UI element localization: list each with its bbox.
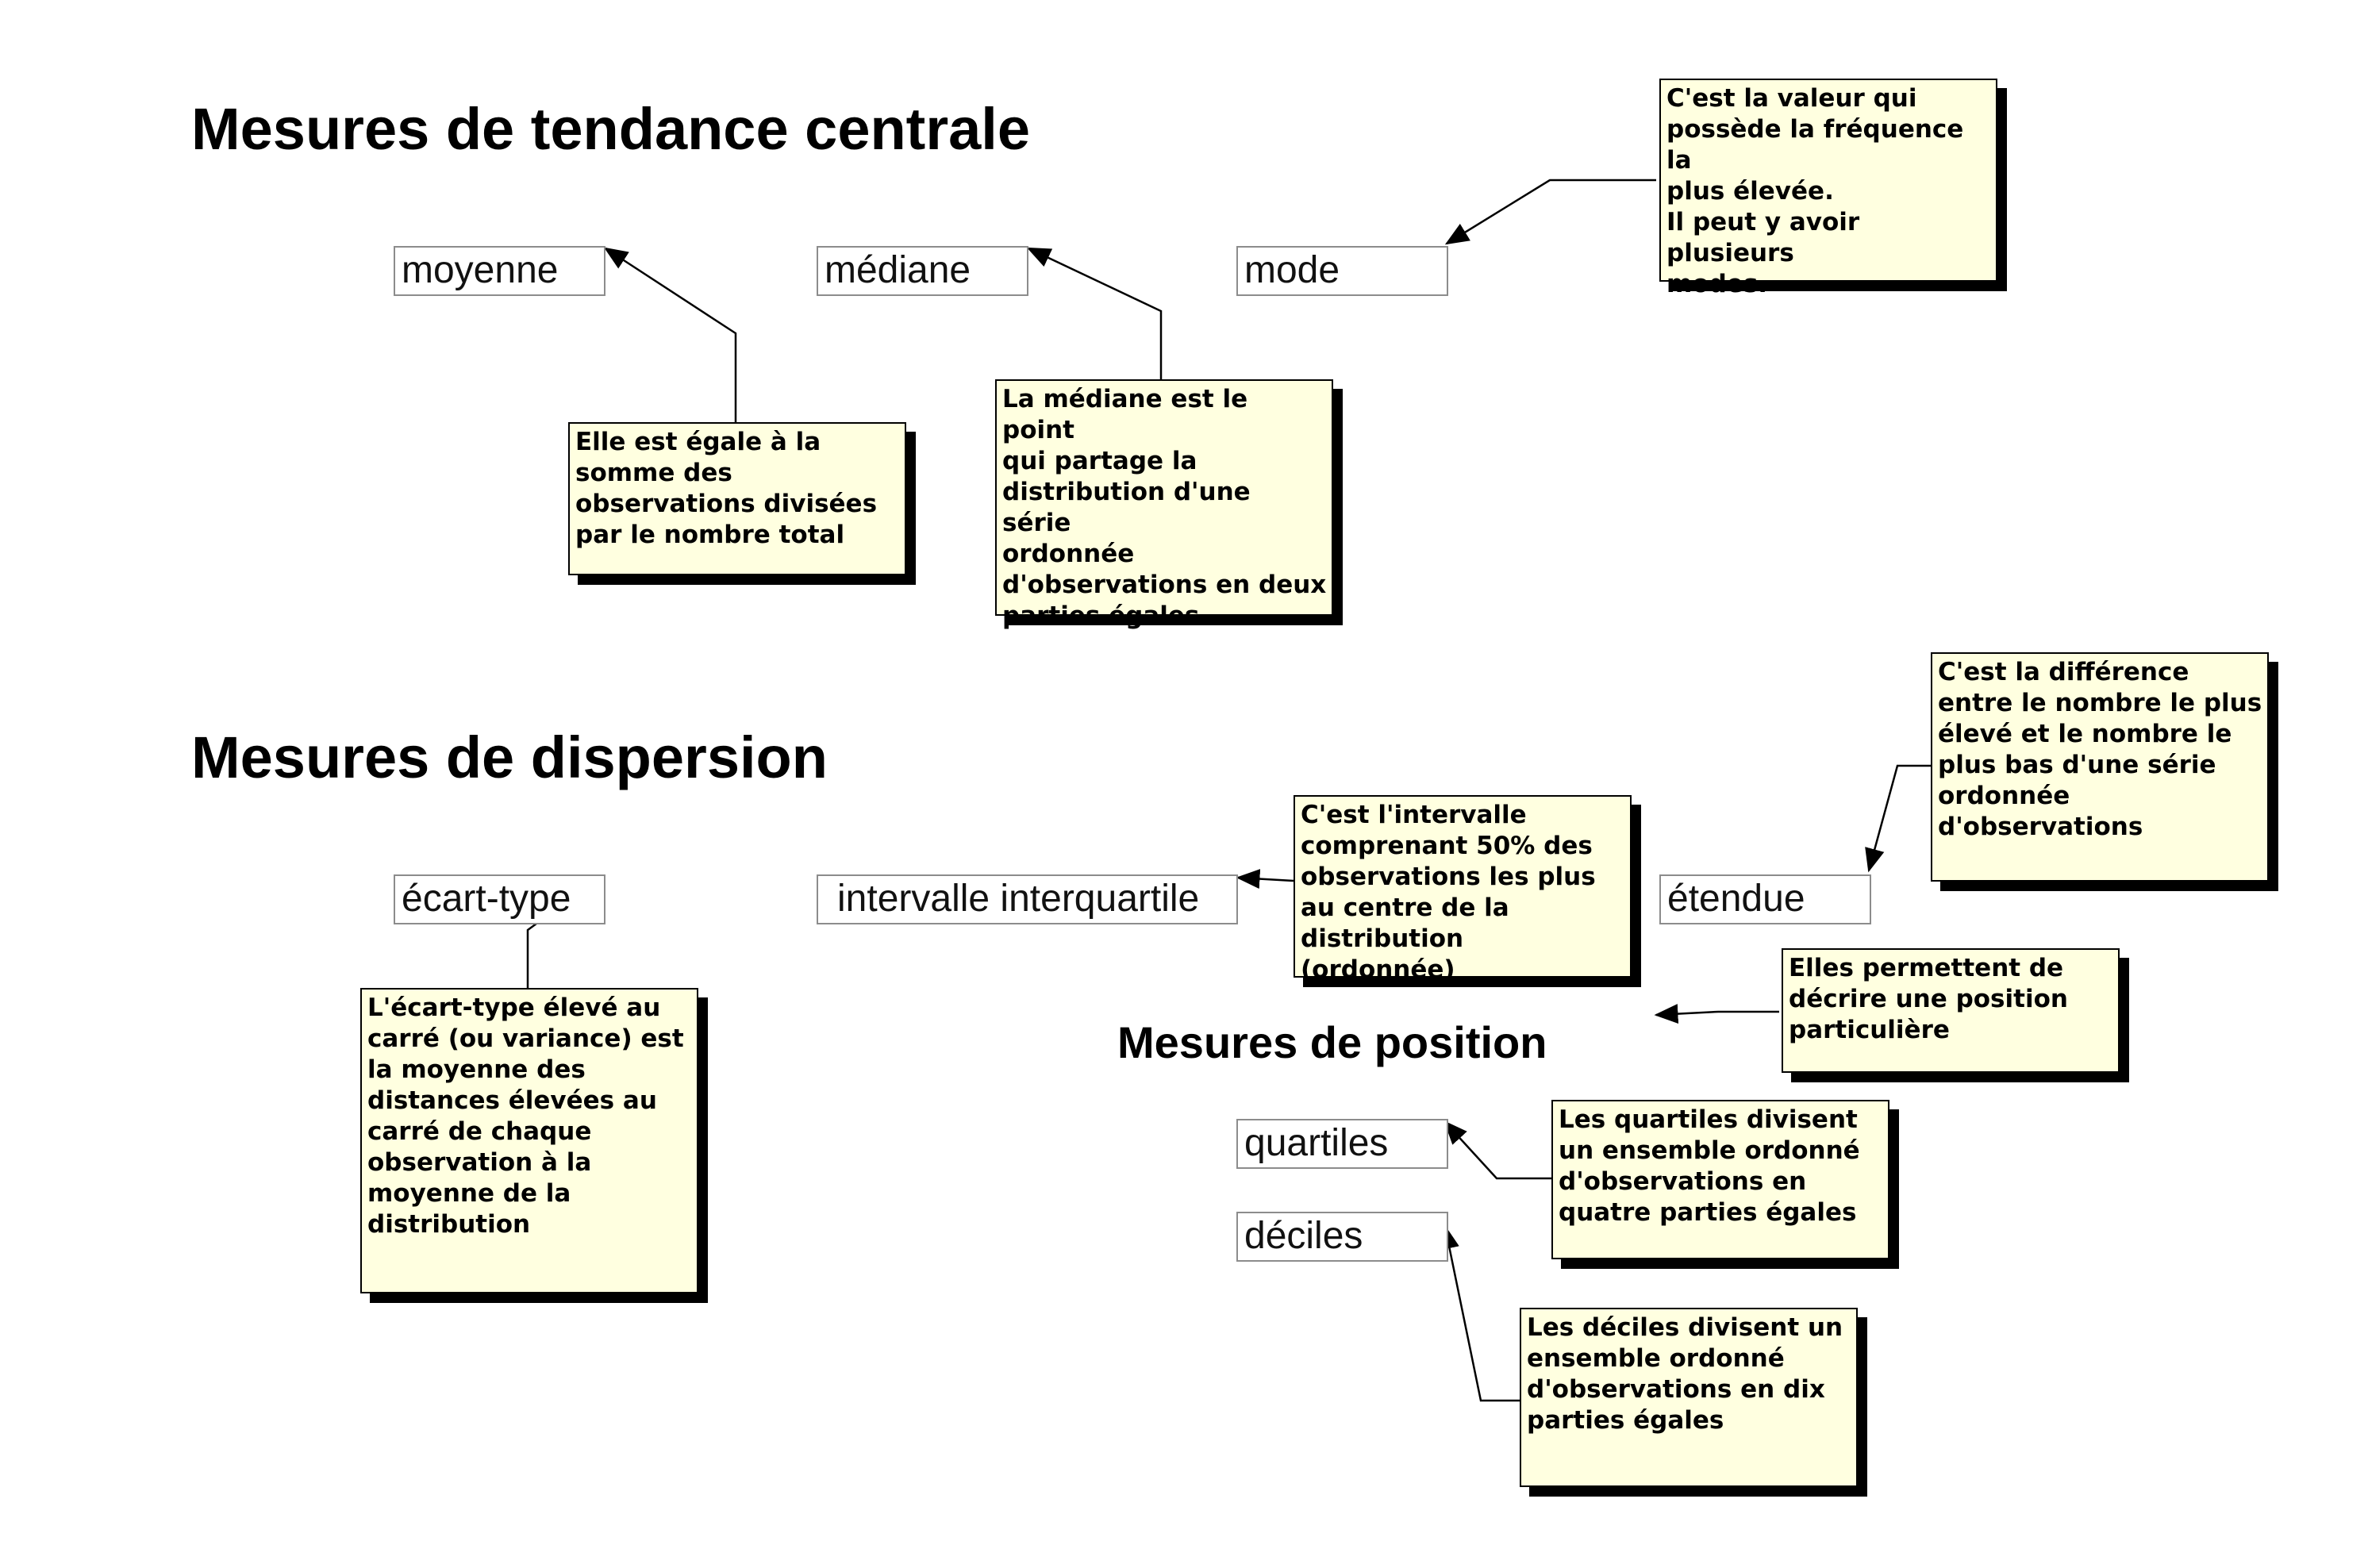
heading-position: Mesures de position [1117,1017,1547,1067]
term-mode[interactable]: mode [1236,246,1448,296]
connector-mediane [1026,247,1163,379]
heading-dispersion: Mesures de dispersion [191,724,828,790]
connector-quartiles [1443,1120,1551,1180]
heading-tendance-centrale: Mesures de tendance centrale [191,96,1030,162]
term-ecart-type[interactable]: écart-type [394,874,605,924]
note-position: Elles permettent de décrire une position… [1782,948,2120,1073]
term-etendue[interactable]: étendue [1659,874,1871,924]
term-moyenne[interactable]: moyenne [394,246,605,296]
note-etendue: C'est la différence entre le nombre le p… [1931,652,2269,882]
connector-intervalle [1236,869,1294,890]
note-mode: C'est la valeur qui possède la fréquence… [1659,79,1997,298]
note-deciles: Les déciles divisent un ensemble ordonné… [1520,1308,1858,1487]
note-quartiles: Les quartiles divisent un ensemble ordon… [1551,1100,1889,1259]
term-mediane[interactable]: médiane [817,246,1028,296]
term-deciles[interactable]: déciles [1236,1212,1448,1262]
note-intervalle: C'est l'intervalle comprenant 50% des ob… [1294,795,1632,984]
note-mediane: La médiane est le point qui partage la d… [995,379,1333,630]
note-ecart-type: L'écart-type élevé au carré (ou variance… [360,988,698,1293]
connector-deciles [1440,1224,1520,1402]
note-moyenne: Elle est égale à la somme des observatio… [568,422,906,575]
connector-position [1654,1004,1779,1024]
connector-moyenne [603,247,737,422]
term-intervalle-interquartile[interactable]: intervalle interquartile [817,874,1238,924]
connector-etendue [1865,764,1931,873]
connector-mode [1444,179,1656,245]
term-quartiles[interactable]: quartiles [1236,1119,1448,1169]
